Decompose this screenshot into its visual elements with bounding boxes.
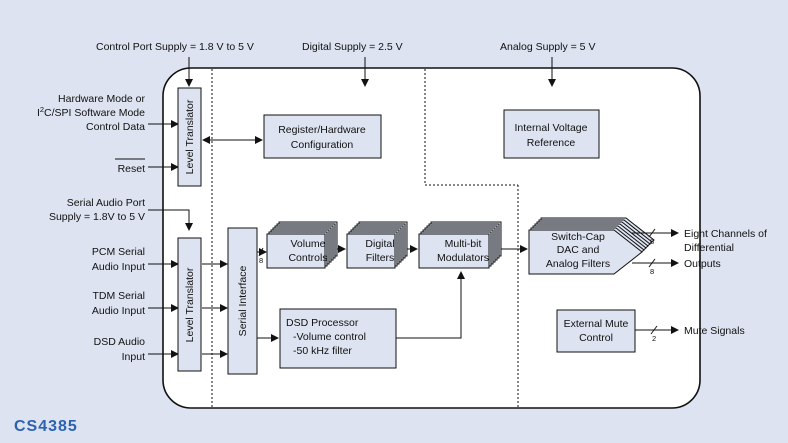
- modulators-label-1: Multi-bit: [445, 238, 482, 250]
- chip-name: CS4385: [14, 418, 78, 435]
- tdm-input-label-2: Audio Input: [92, 305, 145, 317]
- dac-out-top-width: 8: [650, 237, 654, 246]
- outputs-label-3: Outputs: [684, 258, 721, 270]
- level-translator-control-label: Level Translator: [184, 99, 196, 174]
- hw-mode-label-2: I2C/SPI Software Mode: [37, 105, 145, 119]
- translator-to-serial-arrows: [202, 260, 228, 358]
- dac-out-bottom-width: 8: [650, 267, 654, 276]
- reset-label: Reset: [118, 163, 146, 175]
- serial-to-volume-slash: [258, 247, 264, 257]
- hw-mode-label-1: Hardware Mode or: [58, 93, 145, 105]
- serial-interface-label: Serial Interface: [237, 266, 249, 337]
- register-label-1: Register/Hardware: [278, 124, 366, 136]
- internal-voltage-reference: [503, 109, 600, 159]
- ext-mute-label-2: Control: [579, 332, 613, 344]
- dsd-to-modulators-arrow: [396, 271, 465, 339]
- input-labels: Hardware Mode or I2C/SPI Software Mode C…: [37, 93, 146, 363]
- hw-mode-label-3: Control Data: [86, 121, 145, 133]
- vref-label-2: Reference: [527, 137, 576, 149]
- outputs-label-2: Differential: [684, 242, 734, 254]
- tdm-input-label-1: TDM Serial: [92, 290, 145, 302]
- dsd-proc-label-1: DSD Processor: [286, 317, 359, 329]
- level-translator-audio-label: Level Translator: [184, 267, 196, 342]
- modulators-stack: [418, 221, 502, 269]
- filters-label-1: Digital: [365, 238, 394, 250]
- supply-arrows: [185, 57, 556, 87]
- dac-label-2: DAC and: [557, 244, 600, 256]
- dsd-proc-label-2: -Volume control: [293, 331, 366, 343]
- level-translator-control: [177, 87, 202, 187]
- control-port-supply-label: Control Port Supply = 1.8 V to 5 V: [96, 41, 254, 53]
- digital-supply-label: Digital Supply = 2.5 V: [302, 41, 403, 53]
- pcm-input-label-2: Audio Input: [92, 261, 145, 273]
- input-arrows: [148, 120, 193, 358]
- mute-out-width: 2: [652, 334, 656, 343]
- modulators-label-2: Modulators: [437, 252, 489, 264]
- serial-interface: [227, 227, 258, 375]
- dac-label-3: Analog Filters: [546, 258, 610, 270]
- dac-output-arrows: [632, 228, 679, 268]
- domain-partitions: [211, 69, 519, 407]
- dsd-processor: [279, 308, 397, 369]
- dsd-input-label-2: Input: [122, 351, 145, 363]
- digital-filters-stack: [346, 221, 408, 269]
- dsd-proc-label-3: -50 kHz filter: [293, 345, 352, 357]
- analog-supply-label: Analog Supply = 5 V: [500, 41, 595, 53]
- register-hardware-config: [263, 114, 382, 159]
- dsd-input-label-1: DSD Audio: [94, 336, 146, 348]
- serial-port-supply-label-2: Supply = 1.8V to 5 V: [49, 211, 145, 223]
- volume-controls-stack: [266, 221, 338, 269]
- ext-mute-label-1: External Mute: [564, 318, 629, 330]
- volume-label-1: Volume: [290, 238, 325, 250]
- serial-to-volume-width: 8: [259, 256, 263, 265]
- serial-port-supply-label-1: Serial Audio Port: [67, 197, 145, 209]
- pcm-input-label-1: PCM Serial: [92, 246, 145, 258]
- external-mute-control: [556, 309, 636, 353]
- filters-label-2: Filters: [366, 252, 395, 264]
- outputs-label-1: Eight Channels of: [684, 228, 767, 240]
- volume-label-2: Controls: [288, 252, 327, 264]
- vref-label-1: Internal Voltage: [515, 122, 588, 134]
- dac-stack: [528, 217, 655, 275]
- dac-label-1: Switch-Cap: [551, 231, 605, 243]
- register-label-2: Configuration: [291, 139, 354, 151]
- mute-signals-label: Mute Signals: [684, 325, 745, 337]
- level-translator-audio: [177, 237, 202, 372]
- mute-output-slash: [650, 325, 658, 335]
